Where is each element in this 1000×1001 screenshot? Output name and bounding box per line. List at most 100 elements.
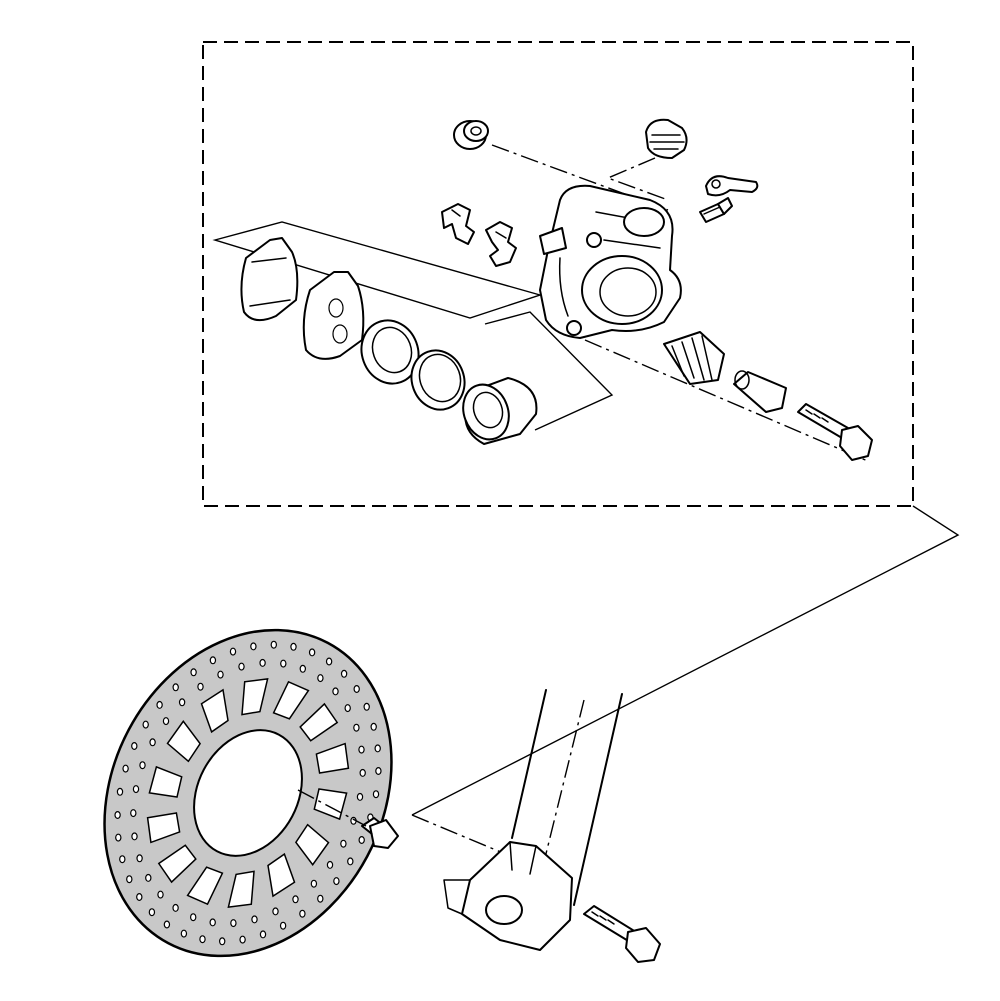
- disc-drill-hole: [358, 835, 365, 844]
- brake-disc: [103, 628, 393, 958]
- disc-slot: [166, 720, 202, 763]
- disc-slot: [267, 852, 296, 898]
- disc-drill-hole: [145, 873, 152, 882]
- disc-drill-hole: [259, 658, 266, 667]
- disc-drill-hole: [272, 907, 279, 916]
- disc-drill-hole: [340, 669, 348, 678]
- disc-drill-hole: [116, 787, 124, 796]
- disc-drill-hole: [308, 648, 316, 657]
- disc-drill-hole: [333, 877, 340, 886]
- disc-drill-hole: [340, 839, 347, 848]
- disc-slot: [294, 823, 330, 866]
- disc-slot: [299, 702, 339, 742]
- disc-drill-hole: [353, 723, 360, 732]
- disc-drill-hole: [372, 790, 380, 799]
- disc-drill-hole: [130, 809, 137, 818]
- disc-drill-hole: [353, 684, 360, 693]
- disc-drill-hole: [136, 892, 143, 901]
- disc-drill-hole: [180, 929, 188, 938]
- brake-pad-inner: [302, 271, 365, 360]
- boot-cap: [645, 118, 688, 159]
- leader-boot-cap: [606, 157, 669, 201]
- disc-drill-hole: [172, 903, 179, 912]
- leader-caliper-to-fork: [411, 505, 960, 816]
- piston-seal: [360, 319, 420, 385]
- leader-disc-bolt: [297, 789, 367, 827]
- front-fork-leg: [511, 689, 623, 906]
- disc-drill-hole: [270, 640, 277, 649]
- disc-drill-hole: [156, 700, 163, 709]
- disc-drill-hole: [310, 879, 318, 888]
- disc-drill-hole: [317, 674, 324, 683]
- brake-caliper-body: [539, 184, 682, 339]
- disc-drill-hole: [374, 744, 381, 753]
- disc-drill-hole: [332, 687, 339, 696]
- disc-drill-hole: [122, 764, 129, 773]
- disc-drill-hole: [126, 875, 133, 884]
- pad-support-clip: [485, 221, 517, 267]
- caliper-mounting-bolt: [797, 403, 873, 461]
- disc-drill-hole: [189, 913, 197, 922]
- disc-drill-hole: [347, 857, 354, 866]
- disc-drill-hole: [250, 642, 257, 651]
- disc-slot: [148, 765, 183, 798]
- disc-drill-hole: [131, 741, 138, 750]
- disc-drill-hole: [197, 682, 204, 691]
- disc-drill-hole: [142, 720, 149, 729]
- brake-pad-outer: [240, 237, 299, 322]
- disc-drill-hole: [139, 761, 146, 770]
- seal-group-outline: [484, 311, 614, 431]
- disc-drill-hole: [163, 920, 171, 929]
- disc-drill-hole: [162, 717, 170, 726]
- disc-drill-hole: [292, 895, 299, 904]
- disc-slot: [227, 870, 255, 908]
- disc-drill-hole: [239, 935, 246, 944]
- disc-drill-hole: [326, 860, 334, 869]
- disc-drill-hole: [172, 683, 179, 692]
- slide-pin: [733, 370, 787, 413]
- rubber-bushing: [453, 120, 489, 150]
- disc-drill-hole: [218, 937, 226, 946]
- disc-drill-hole: [178, 698, 186, 707]
- disc-slot: [272, 680, 310, 720]
- disc-drill-hole: [209, 656, 217, 665]
- disc-drill-hole: [148, 908, 156, 917]
- disc-drill-hole: [230, 919, 237, 928]
- disc-drill-hole: [149, 738, 156, 747]
- disc-slot: [186, 866, 224, 906]
- disc-drill-hole: [290, 642, 297, 651]
- disc-drill-hole: [325, 657, 333, 666]
- bleed-screw: [699, 197, 733, 223]
- disc-drill-hole: [363, 702, 370, 711]
- disc-drill-hole: [114, 810, 121, 819]
- disc-drill-hole: [229, 647, 237, 656]
- disc-drill-hole: [356, 792, 364, 801]
- disc-drill-hole: [358, 745, 365, 754]
- bleed-screw-cap: [705, 175, 759, 197]
- pad-spring-clip: [441, 203, 475, 245]
- disc-drill-hole: [115, 833, 122, 842]
- disc-drill-hole: [375, 766, 382, 775]
- disc-slot: [315, 742, 350, 774]
- disc-drill-hole: [317, 894, 324, 903]
- disc-drill-hole: [344, 704, 351, 713]
- dust-seal: [410, 349, 466, 411]
- disc-drill-hole: [299, 664, 306, 673]
- disc-drill-hole: [359, 768, 366, 777]
- disc-drill-hole: [132, 785, 140, 794]
- disc-drill-hole: [136, 854, 143, 863]
- disc-drill-hole: [199, 935, 206, 944]
- disc-drill-hole: [217, 670, 224, 679]
- disc-drill-hole: [280, 659, 287, 668]
- leader-fork-to-hub: [411, 814, 516, 859]
- disc-drill-hole: [209, 918, 216, 927]
- slide-pin-boot: [663, 331, 725, 385]
- axle-holder: [443, 841, 573, 951]
- disc-drill-hole: [299, 909, 306, 918]
- disc-drill-hole: [259, 930, 267, 939]
- caliper-piston: [462, 377, 538, 445]
- disc-drill-hole: [251, 915, 258, 924]
- disc-slot: [157, 844, 197, 884]
